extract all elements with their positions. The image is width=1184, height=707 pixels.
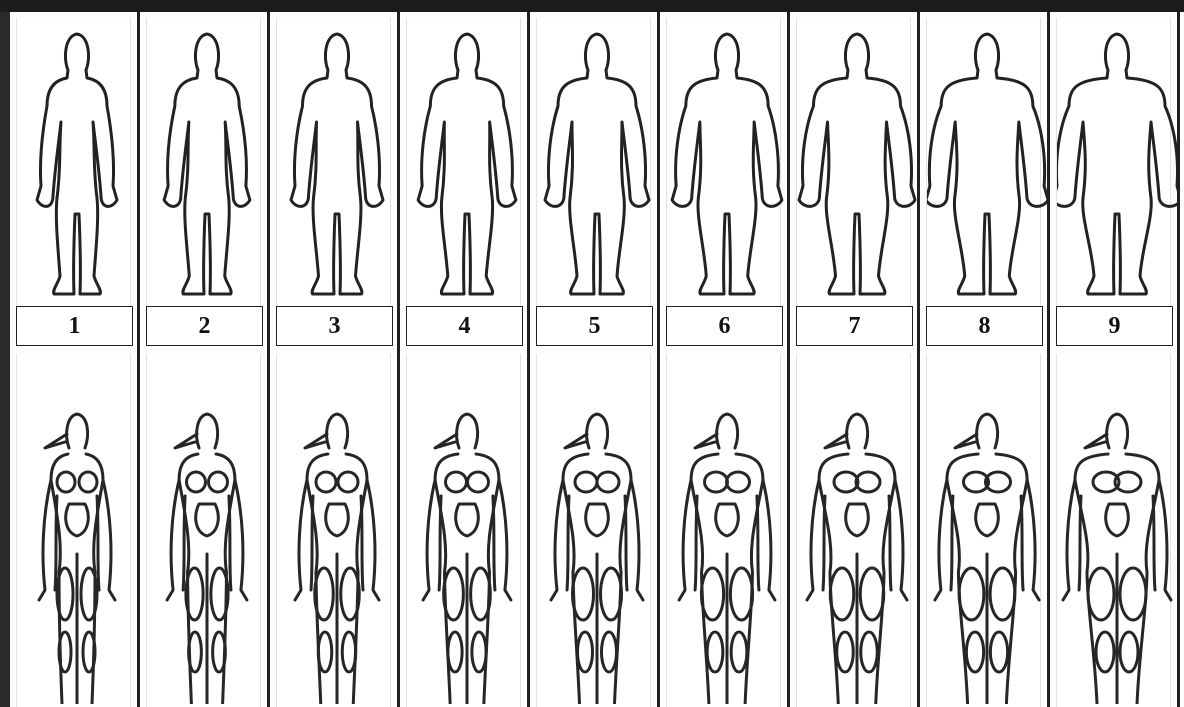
muscle-drawing [537, 354, 657, 704]
muscle-drawing [1057, 354, 1177, 704]
figure-number-box: 9 [1056, 306, 1173, 346]
figure-number: 7 [849, 313, 861, 340]
muscle-drawing [797, 354, 917, 704]
figure-grid: 1 2 3 4 5 6 7 8 9 [10, 12, 1180, 707]
silhouette-panel [16, 18, 131, 308]
muscle-figure [423, 414, 511, 704]
muscle-panel [146, 354, 261, 707]
muscle-panel [796, 354, 911, 707]
muscle-panel [926, 354, 1041, 707]
muscle-panel [1056, 354, 1171, 707]
silhouette-panel [926, 18, 1041, 308]
silhouette-outline [164, 34, 250, 294]
silhouette-drawing [667, 18, 787, 308]
silhouette-outline [545, 34, 649, 294]
silhouette-outline [672, 34, 782, 294]
figure-number: 5 [589, 313, 601, 340]
figure-column-4: 4 [400, 12, 530, 707]
figure-number-box: 4 [406, 306, 523, 346]
figure-column-2: 2 [140, 12, 270, 707]
figure-column-3: 3 [270, 12, 400, 707]
silhouette-drawing [797, 18, 917, 308]
figure-column-6: 6 [660, 12, 790, 707]
silhouette-drawing [277, 18, 397, 308]
figure-number-box: 1 [16, 306, 133, 346]
figure-number-box: 5 [536, 306, 653, 346]
muscle-figure [679, 414, 775, 704]
silhouette-panel [1056, 18, 1171, 308]
figure-number: 9 [1109, 313, 1121, 340]
muscle-figure [807, 414, 907, 704]
muscle-panel [406, 354, 521, 707]
figure-number: 6 [719, 313, 731, 340]
silhouette-panel [666, 18, 781, 308]
figure-column-7: 7 [790, 12, 920, 707]
silhouette-panel [536, 18, 651, 308]
muscle-figure [295, 414, 379, 704]
silhouette-drawing [407, 18, 527, 308]
figure-column-5: 5 [530, 12, 660, 707]
muscle-figure [551, 414, 643, 704]
figure-number: 8 [979, 313, 991, 340]
muscle-figure [39, 414, 115, 704]
left-border [0, 12, 10, 707]
figure-number-box: 7 [796, 306, 913, 346]
silhouette-outline [37, 34, 117, 294]
silhouette-outline [291, 34, 383, 294]
top-border [0, 0, 1184, 12]
figure-number: 3 [329, 313, 341, 340]
muscle-panel [276, 354, 391, 707]
figure-number: 4 [459, 313, 471, 340]
silhouette-drawing [1057, 18, 1177, 308]
muscle-panel [16, 354, 131, 707]
muscle-drawing [667, 354, 787, 704]
silhouette-panel [276, 18, 391, 308]
figure-number-box: 6 [666, 306, 783, 346]
figure-column-1: 1 [10, 12, 140, 707]
muscle-figure [935, 414, 1039, 704]
muscle-drawing [927, 354, 1047, 704]
muscle-drawing [17, 354, 137, 704]
silhouette-outline [799, 34, 915, 294]
muscle-drawing [277, 354, 397, 704]
figure-number-box: 2 [146, 306, 263, 346]
silhouette-drawing [537, 18, 657, 308]
silhouette-panel [796, 18, 911, 308]
silhouette-drawing [927, 18, 1047, 308]
figure-number: 2 [199, 313, 211, 340]
muscle-drawing [407, 354, 527, 704]
silhouette-drawing [147, 18, 267, 308]
figure-number: 1 [69, 313, 81, 340]
muscle-figure [1063, 414, 1171, 704]
figure-number-box: 3 [276, 306, 393, 346]
muscle-panel [536, 354, 651, 707]
silhouette-panel [146, 18, 261, 308]
figure-number-box: 8 [926, 306, 1043, 346]
muscle-drawing [147, 354, 267, 704]
silhouette-outline [418, 34, 516, 294]
silhouette-panel [406, 18, 521, 308]
silhouette-outline [927, 34, 1047, 294]
silhouette-outline [1057, 34, 1177, 294]
muscle-panel [666, 354, 781, 707]
figure-column-8: 8 [920, 12, 1050, 707]
muscle-figure [167, 414, 247, 704]
figure-column-9: 9 [1050, 12, 1180, 707]
silhouette-drawing [17, 18, 137, 308]
